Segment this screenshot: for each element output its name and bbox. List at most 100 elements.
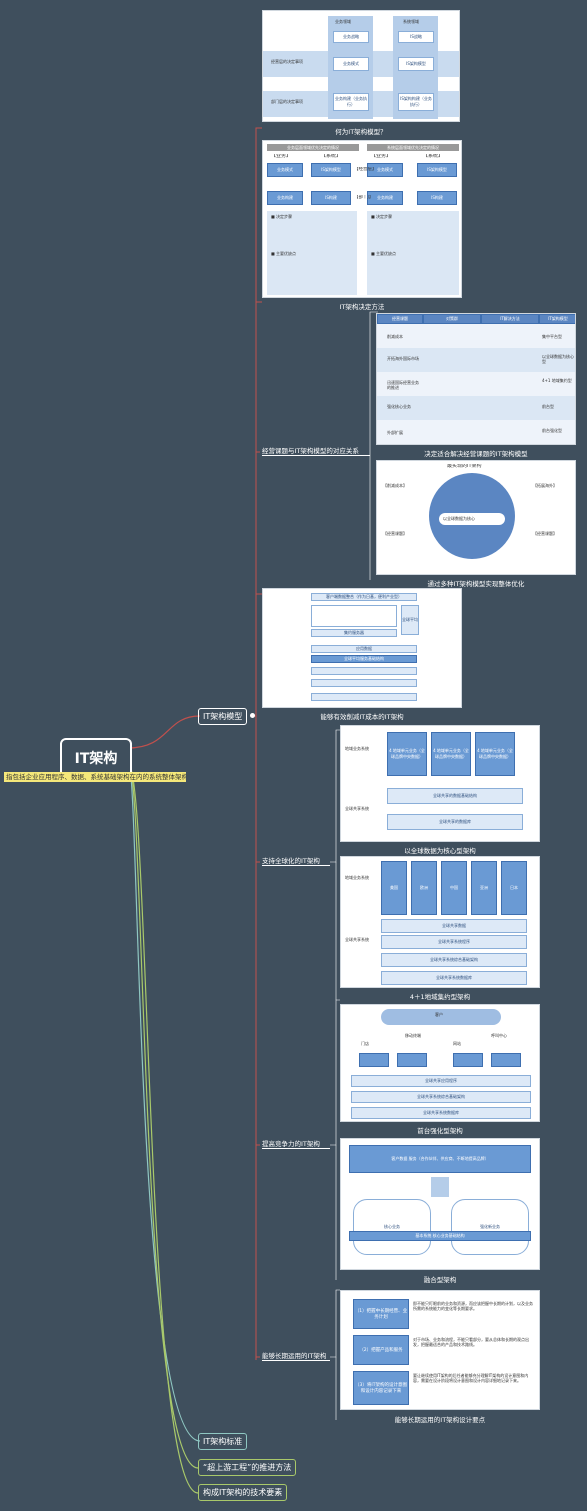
label-biz-domain: 业务领域 xyxy=(335,19,351,24)
label-sys-domain: 系统领域 xyxy=(403,19,419,24)
fig7-band: 全球共享数据 xyxy=(381,919,527,933)
fig5-row: 集约服务器 xyxy=(311,629,397,637)
left-points: ■ 主要优缺点 xyxy=(271,251,297,256)
fig8-tag: 呼叫中心 xyxy=(491,1033,507,1038)
fig5-band xyxy=(311,679,417,687)
left-sys: 【系统】 xyxy=(321,154,342,159)
th-measures: 对策群 xyxy=(423,314,481,324)
right-biz-model: 业务模式 xyxy=(367,163,403,177)
dept-label: 【部 门】 xyxy=(354,195,374,200)
sub-global[interactable]: 支持全球化的IT架构 xyxy=(262,857,320,865)
fig8-tag: 门店 xyxy=(361,1041,369,1046)
left-biz-model: 业务模式 xyxy=(267,163,303,177)
fig8-tag: 网站 xyxy=(453,1041,461,1046)
fig10-title: （3）将IT架构的设计意图和设计内容记录下来 xyxy=(353,1371,409,1405)
fig4-label: 【经营课题】 xyxy=(533,531,557,536)
branch-it-standard[interactable]: IT架构标准 xyxy=(198,1433,248,1450)
figure-longterm-points[interactable]: （1）把握中长期经营、业务计划 即不能只盯眼前的业务和资源，而应该把握中长期的计… xyxy=(340,1290,540,1410)
left-is-build: IS构建 xyxy=(311,191,351,205)
box-biz-model: 业务模式 xyxy=(333,57,369,71)
root-note: 指包括企业应用程序、数据、系统基础架构在内的系统整体架构 xyxy=(4,772,186,782)
fig9-right: 强化新业务 xyxy=(451,1199,529,1255)
caption-fig7: 4＋1地域集约型架构 xyxy=(409,993,471,1001)
row-model: 前台强化型 xyxy=(542,428,562,433)
row-model: 集中平台型 xyxy=(542,334,562,339)
fig5-side: 全球平均 xyxy=(401,605,419,635)
left-arch-model: IS架构模型 xyxy=(311,163,351,177)
figure-global-data[interactable]: 4 地域单元业务（全球品牌中央数据） 4 地域单元业务（全球品牌中央数据） 4 … xyxy=(340,725,540,842)
figure-decision-method[interactable]: 业务层面领域优先决定的情况 系统层面领域优先决定的情况 【业务】 【系统】 【业… xyxy=(262,140,462,298)
figure-front-office[interactable]: 客户 门店 移动终端 网站 呼叫中心 全球共享应用程序 全球共享系统综合基础架构… xyxy=(340,1004,540,1122)
box-biz-strategy: 业务战略 xyxy=(333,31,369,43)
fig8-box xyxy=(397,1053,427,1067)
box-is-build: IS架构构建（业务执行） xyxy=(398,93,434,111)
fig8-cloud: 客户 xyxy=(435,1012,443,1017)
fig7-col: 中国 xyxy=(441,861,467,915)
collapse-dot[interactable] xyxy=(250,713,255,718)
fig5-row: 应用数据 xyxy=(311,645,417,653)
th-model: IT架构模型 xyxy=(539,314,575,324)
fig5-apps xyxy=(311,605,397,627)
sub-correspondence[interactable]: 经营课题与IT架构模型的对应关系 xyxy=(262,447,359,455)
label-dept-row: 部门层的决定事项 xyxy=(271,99,303,104)
fig7-band: 全球共享系统程序 xyxy=(381,935,527,949)
fig5-band xyxy=(311,667,417,675)
fig7-col: 美国 xyxy=(381,861,407,915)
row-label: 迅速国际经营业务的推进 xyxy=(387,380,419,390)
right-is-build: IS构建 xyxy=(417,191,457,205)
fig8-box xyxy=(359,1053,389,1067)
fig6-band: 全球共享的数据库 xyxy=(387,814,523,830)
figure-it-model[interactable]: 业务领域 系统领域 经营层的决定事项 部门层的决定事项 业务战略 业务模式 业务… xyxy=(262,10,460,122)
box-is-model: IS架构模型 xyxy=(398,57,434,71)
fig6-box: 4 地域单元业务（全球品牌中央数据） xyxy=(475,732,515,776)
fig4-label: 【拓展海外】 xyxy=(533,483,557,488)
sub-underline xyxy=(262,455,370,456)
fig7-band: 全球共享系统数据库 xyxy=(381,971,527,985)
branch-upstream[interactable]: “超上游工程”的推进方法 xyxy=(198,1459,297,1476)
row-model: 以全球数据为核心型 xyxy=(542,354,574,364)
caption-fig6: 以全球数据为核心型架构 xyxy=(404,847,476,855)
left-biz-build: 业务构建 xyxy=(267,191,303,205)
fig7-band: 全球共享系统综合基础架构 xyxy=(381,953,527,967)
caption-fig1: 何为IT架构模型？ xyxy=(335,128,387,136)
fig4-title: 最实现的IT架构 xyxy=(447,464,482,469)
fig7-col: 日本 xyxy=(501,861,527,915)
root-title: IT架构 xyxy=(74,751,118,767)
fig7-col: 欧洲 xyxy=(411,861,437,915)
root-topic[interactable]: IT架构 xyxy=(60,738,132,778)
th-problem: 经营课题 xyxy=(377,314,423,324)
fig6-left: 地域业务系统 xyxy=(345,746,369,751)
figure-cost-reduction[interactable]: 客户端数据整合（作为日基，便利产业型） 集约服务器 全球平均 应用数据 全球平均… xyxy=(262,588,462,708)
sub-competitive[interactable]: 提高竞争力的IT架构 xyxy=(262,1140,320,1148)
row-model: 4+1 地域集约型 xyxy=(542,378,572,383)
box-is-strategy: IS战略 xyxy=(398,31,434,43)
caption-fig2: IT架构决定方法 xyxy=(339,303,385,311)
fig9-top: 客户数据 服务（合作伙伴、供应商、不断地提高品牌） xyxy=(349,1145,531,1173)
figure-fusion[interactable]: 客户数据 服务（合作伙伴、供应商、不断地提高品牌） 核心业务 强化新业务 基本系… xyxy=(340,1138,540,1270)
fig8-tag: 移动终端 xyxy=(405,1033,421,1038)
right-header: 系统层面领域优先决定的情况 xyxy=(367,144,459,151)
fig10-title: （2）把握产品和服务 xyxy=(353,1335,409,1365)
fig5-band xyxy=(311,693,417,701)
left-steps: ■ 决定步骤 xyxy=(271,214,293,219)
caption-fig3: 决定适合解决经营课题的IT架构模型 xyxy=(424,450,528,458)
fig6-box: 4 地域单元业务（全球品牌中央数据） xyxy=(387,732,427,776)
fig7-col: 亚洲 xyxy=(471,861,497,915)
fig6-left2: 全球共享系统 xyxy=(345,806,369,811)
fig6-band: 全球共享的数据基础结构 xyxy=(387,788,523,804)
branch-tech-elements[interactable]: 构成IT架构的技术要素 xyxy=(198,1484,288,1501)
row-label: 强化核心业务 xyxy=(387,404,411,409)
fig9-base: 基本系统 核心业务基础结构 xyxy=(349,1231,531,1241)
sub-longterm[interactable]: 能够长期运用的IT架构 xyxy=(262,1352,327,1360)
fig7-left2: 全球共享系统 xyxy=(345,937,369,942)
branch-it-model[interactable]: IT架构模型 xyxy=(198,708,248,725)
fig8-band: 全球共享系统综合基础架构 xyxy=(351,1091,531,1103)
row-label: 开拓海外国际市场 xyxy=(387,356,419,361)
fig10-text: 对于市场、业务和流程，不能只看部分，要从总体和长期的观点出发，把握最适合的产品和… xyxy=(413,1337,529,1347)
right-points: ■ 主要优缺点 xyxy=(371,251,397,256)
figure-41-regional[interactable]: 地域业务系统 全球共享系统 美国 欧洲 中国 亚洲 日本 全球共享数据 全球共享… xyxy=(340,856,540,988)
figure-overall-optimization[interactable]: 最实现的IT架构 以全球数据为核心 【削减成本】 【拓展海外】 【经营课题】 【… xyxy=(376,460,576,575)
figure-table[interactable]: 经营课题 对策群 IT解决方法 IT架构模型 削减成本 开拓海外国际市场 迅速国… xyxy=(376,313,576,445)
fig4-label: 【经营课题】 xyxy=(383,531,407,536)
